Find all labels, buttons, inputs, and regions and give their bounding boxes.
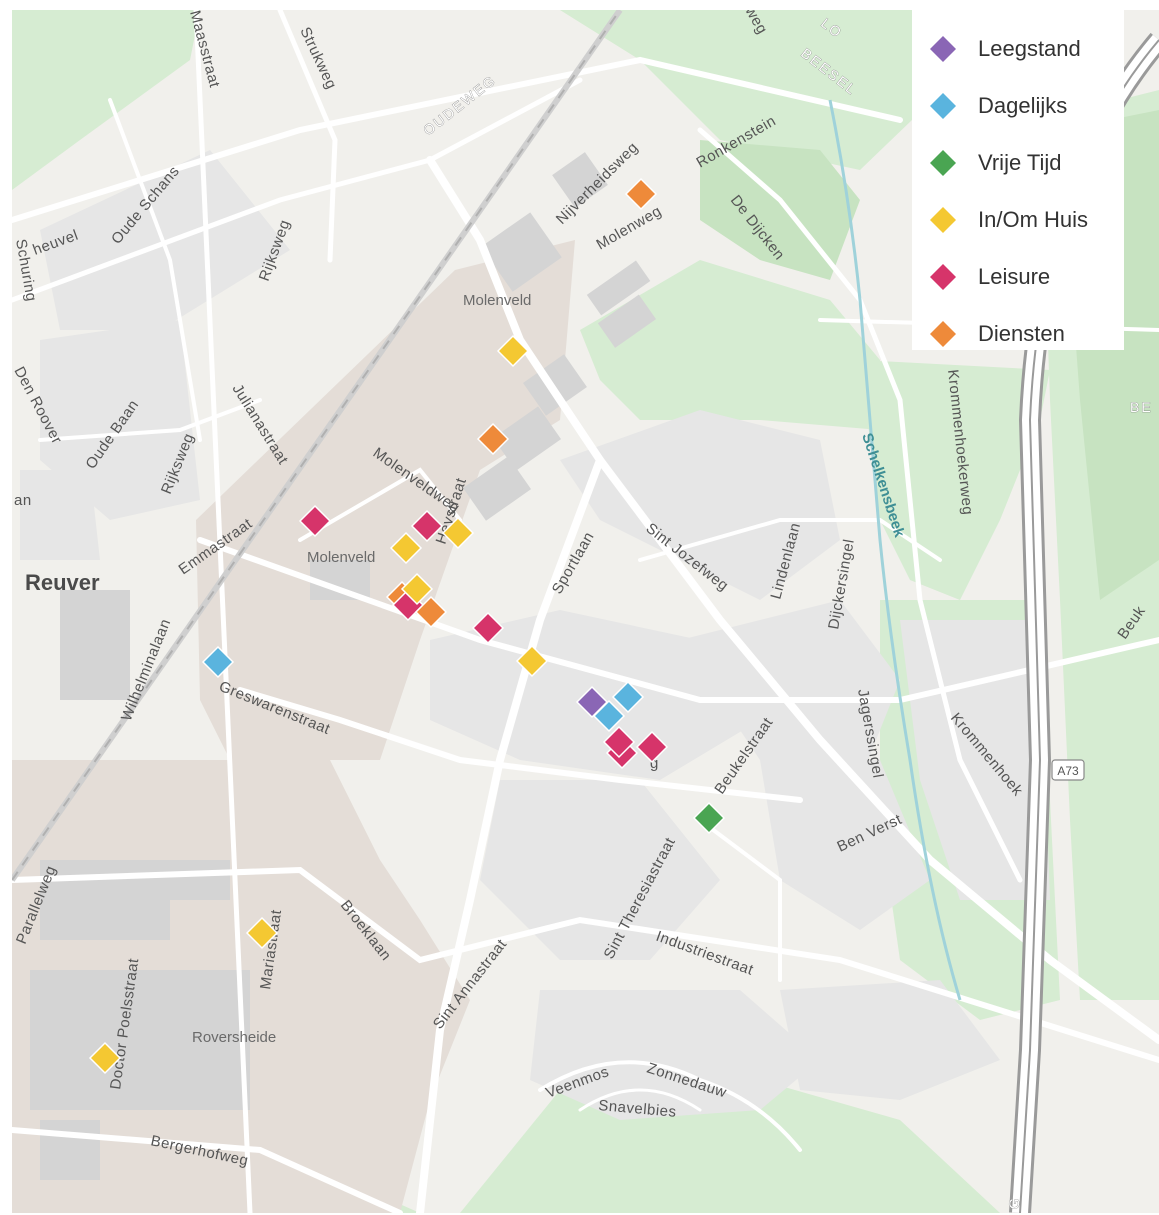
map-marker-in-om-huis[interactable] [245,916,279,950]
map-marker-diensten[interactable] [476,422,510,456]
label-an: an [14,492,32,509]
legend-label-leegstand: Leegstand [978,35,1081,61]
map-marker-leisure[interactable] [298,504,332,538]
legend-item-leegstand[interactable]: Leegstand [912,20,1124,77]
legend-label-in-om-huis: In/Om Huis [978,206,1089,232]
legend-swatch-vrije-tijd [930,149,956,176]
legend-swatch-leegstand [930,35,956,62]
map-marker-leisure[interactable] [410,509,444,543]
markers-layer[interactable] [88,177,726,1075]
label-g-bottom: G [1005,1195,1023,1210]
label-snavelbies: Snavelbies [598,1097,678,1121]
map-marker-leisure[interactable] [635,730,669,764]
legend-item-in-om-huis[interactable]: In/Om Huis [912,191,1124,248]
label-town: Reuver [25,570,100,595]
map-marker-in-om-huis[interactable] [400,572,434,606]
map-marker-dagelijks[interactable] [611,680,645,714]
map-marker-in-om-huis[interactable] [515,644,549,678]
legend-swatch-dagelijks [930,92,956,119]
buildings [30,152,657,1180]
legend-item-dagelijks[interactable]: Dagelijks [912,77,1124,134]
a73-shield: A73 [1051,759,1085,781]
map-marker-diensten[interactable] [624,177,658,211]
label-roversheide: Roversheide [192,1029,276,1046]
map-marker-in-om-huis[interactable] [496,334,530,368]
legend-swatch-leisure [930,263,956,290]
map-marker-diensten[interactable] [414,595,448,629]
schelkensbeek-stream [828,99,962,1001]
legend-label-dagelijks: Dagelijks [978,92,1068,118]
legend-item-leisure[interactable]: Leisure [912,248,1124,305]
map-marker-leisure[interactable] [602,725,636,759]
map-marker-in-om-huis[interactable] [389,531,423,565]
map-marker-in-om-huis[interactable] [88,1041,122,1075]
legend-label-diensten: Diensten [978,320,1065,346]
legend-label-vrije-tijd: Vrije Tijd [978,149,1062,175]
label-molenveld-center: Molenveld [307,549,375,566]
legend-label-leisure: Leisure [978,263,1051,289]
map-marker-leisure[interactable] [471,611,505,645]
legend: Leegstand Dagelijks Vrije Tijd In/Om Hui… [912,10,1124,350]
map-marker-dagelijks[interactable] [592,699,626,733]
map-marker-in-om-huis[interactable] [441,516,475,550]
map-marker-dagelijks[interactable] [201,645,235,679]
map-marker-vrije-tijd[interactable] [692,801,726,835]
railway [12,10,623,882]
label-molenveld-north: Molenveld [463,292,531,309]
legend-swatch-diensten [930,320,956,347]
roads [12,10,1159,1213]
legend-item-diensten[interactable]: Diensten [912,305,1124,362]
legend-swatch-in-om-huis [930,206,956,233]
a73-shield-label: A73 [1057,764,1079,778]
legend-item-vrije-tijd[interactable]: Vrije Tijd [912,134,1124,191]
label-beesel-2: BE [1130,399,1153,415]
label-g-small: g [650,755,659,772]
